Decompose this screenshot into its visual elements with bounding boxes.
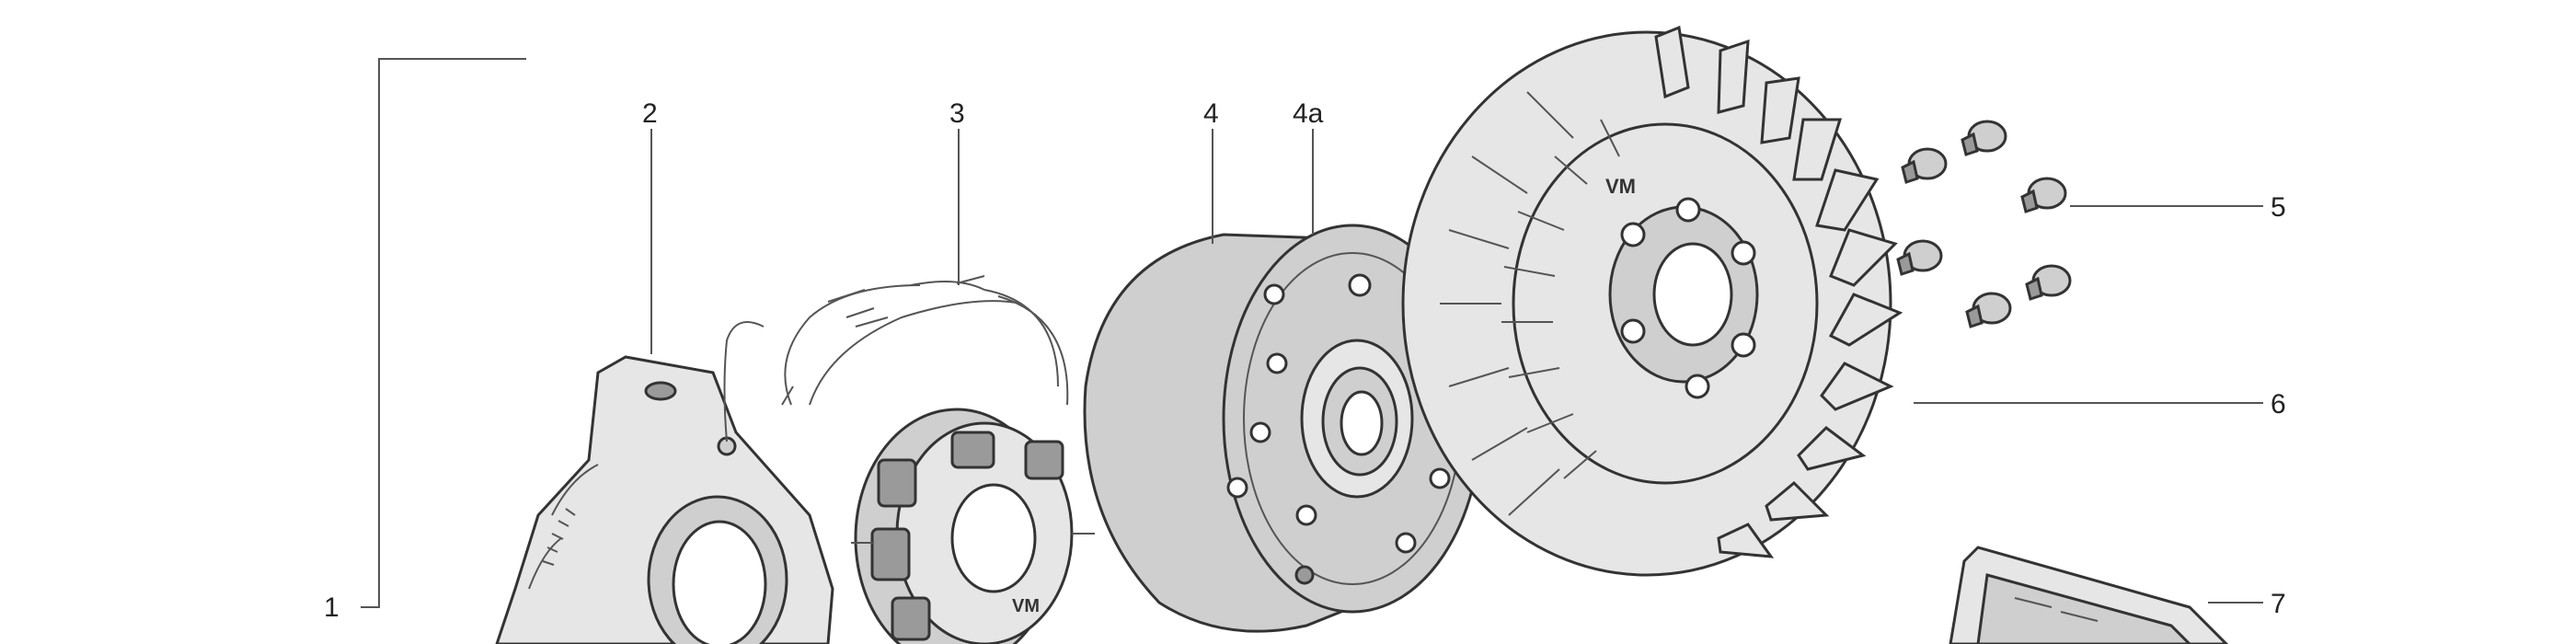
callout-labels: 1 2 3 4 4a 5 6 7 [324,98,2286,623]
screw-1 [1901,147,1948,184]
callout-6: 6 [2271,389,2286,420]
screw-2 [1961,120,2007,156]
screw-4 [1896,239,1943,276]
callout-7: 7 [2271,589,2286,619]
stator-logo: VM [1012,596,1040,616]
screw-6 [1965,292,2012,328]
screw-5 [2025,264,2072,301]
callout-4a: 4a [1293,98,1324,129]
screw-3 [2020,177,2067,213]
callout-1: 1 [324,592,339,623]
fan-screws [1896,120,2072,328]
stator-coil-assembly: VM [781,275,1095,644]
cooling-fan: VM [1401,25,1903,577]
flywheel-rotor [1083,224,1483,633]
callout-2: 2 [642,98,658,129]
leader-lines [650,129,2263,604]
stator-base-plate [495,321,834,644]
voltage-regulator [1949,546,2229,644]
fan-logo: VM [1605,175,1636,198]
callout-3: 3 [949,98,965,129]
group-bracket-1 [361,58,526,608]
callout-5: 5 [2271,192,2286,223]
callout-4: 4 [1203,98,1219,129]
